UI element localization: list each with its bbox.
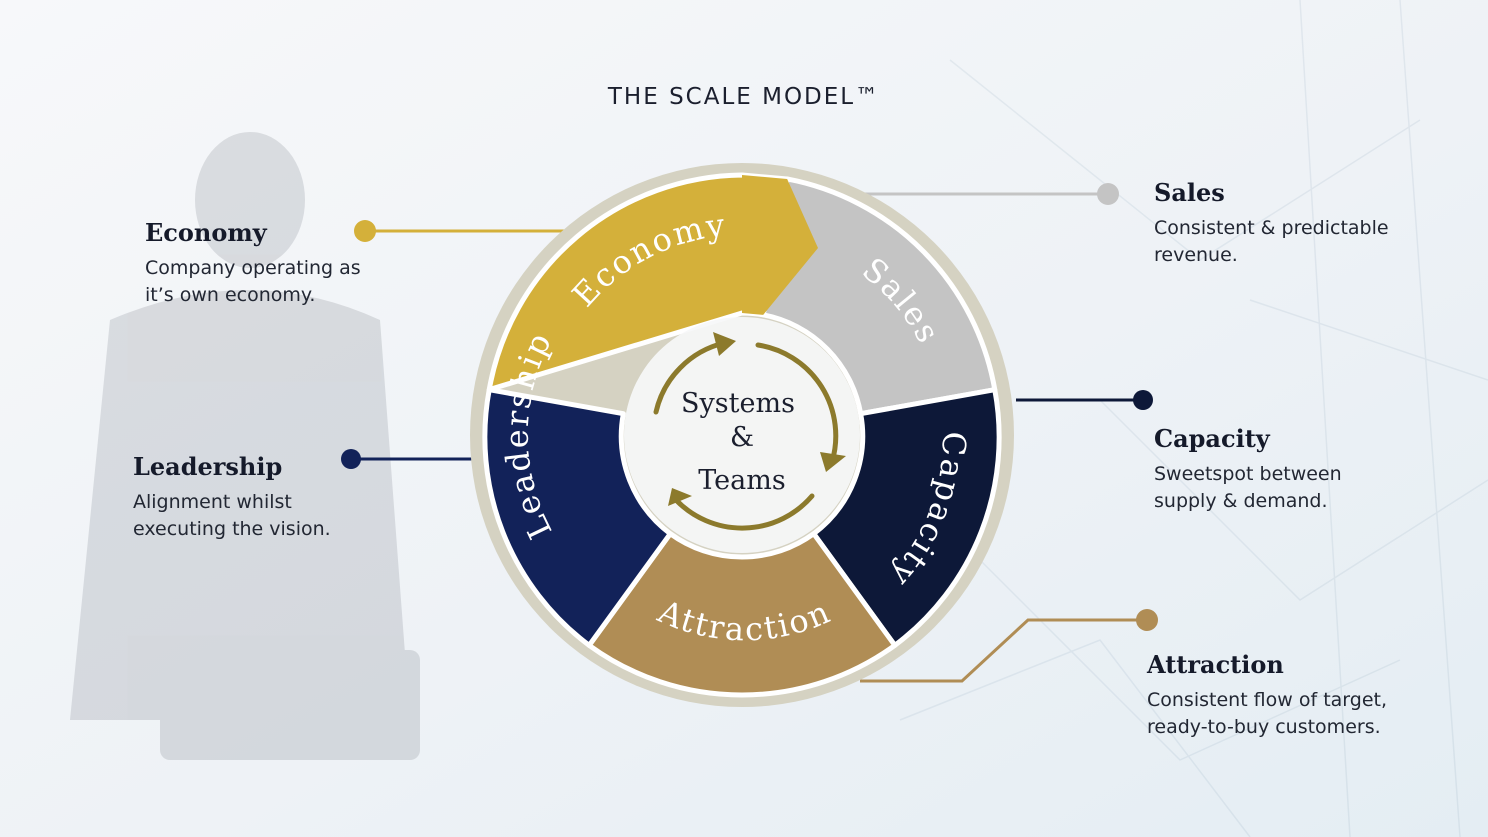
segment-sales[interactable]	[760, 176, 998, 417]
segment-leadership[interactable]	[482, 387, 673, 648]
callout-economy-desc-line2: it’s own economy.	[145, 284, 316, 306]
callout-leadership-title: Leadership	[133, 452, 283, 481]
callout-leadership: Leadership Alignment whilst executing th…	[133, 452, 331, 543]
callout-economy-desc-line1: Company operating as	[145, 257, 361, 279]
center-text-systems: Systems	[681, 388, 795, 419]
center-text-ampersand: &	[730, 422, 754, 453]
attraction-connector-dot	[1136, 609, 1158, 631]
callout-capacity-title: Capacity	[1154, 424, 1270, 453]
callout-capacity-desc-line1: Sweetspot between	[1154, 463, 1342, 485]
callout-capacity-desc-line2: supply & demand.	[1154, 490, 1328, 512]
economy-connector-dot	[354, 220, 376, 242]
callout-sales-desc-line1: Consistent & predictable	[1154, 217, 1389, 239]
callout-sales-desc-line2: revenue.	[1154, 244, 1238, 266]
callout-economy-title: Economy	[145, 218, 267, 247]
callout-attraction-desc-line2: ready-to-buy customers.	[1147, 716, 1381, 738]
leadership-connector-dot	[341, 449, 361, 469]
ring-segments	[482, 172, 1002, 698]
economy-arrow-tip	[742, 175, 818, 315]
segment-capacity[interactable]	[811, 387, 1002, 648]
callout-attraction-desc-line1: Consistent flow of target,	[1147, 689, 1388, 711]
page-title: THE SCALE MODEL™	[607, 84, 881, 110]
capacity-connector-dot	[1133, 390, 1153, 410]
cycle-arrows-icon	[653, 340, 839, 531]
callout-attraction: Attraction Consistent flow of target, re…	[1147, 650, 1387, 741]
cycle-arrowheads	[668, 332, 846, 506]
sales-connector-dot	[1097, 183, 1119, 205]
callout-leadership-desc-line2: executing the vision.	[133, 518, 331, 540]
callout-leadership-desc-line1: Alignment whilst	[133, 491, 292, 513]
person-silhouette	[70, 132, 420, 760]
callout-sales-title: Sales	[1154, 178, 1225, 207]
callout-sales: Sales Consistent & predictable revenue.	[1154, 178, 1389, 269]
segment-attraction[interactable]	[586, 531, 898, 698]
callout-capacity: Capacity Sweetspot between supply & dema…	[1154, 424, 1342, 515]
callout-attraction-title: Attraction	[1147, 650, 1284, 679]
network-lines	[899, 0, 1488, 837]
attraction-connector-line	[860, 618, 1147, 683]
callout-economy: Economy Company operating as it’s own ec…	[145, 218, 361, 309]
center-text-teams: Teams	[698, 465, 785, 496]
connectors	[341, 183, 1158, 683]
